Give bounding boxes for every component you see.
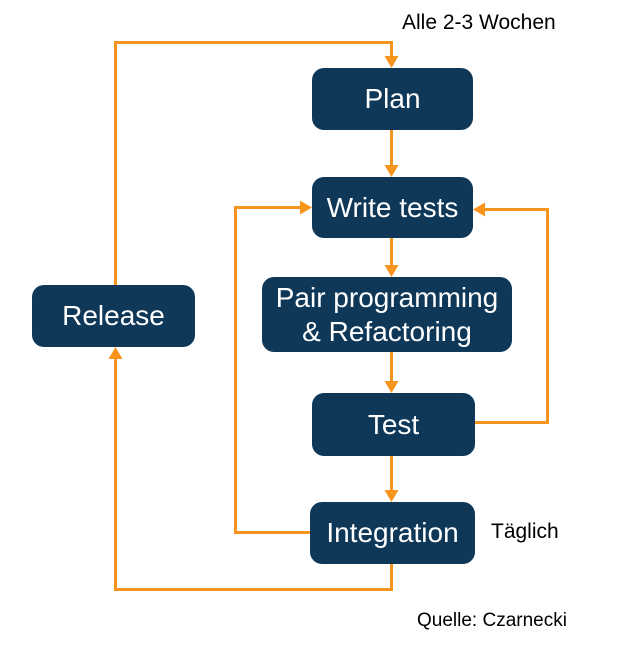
node-write-tests-label: Write tests xyxy=(326,191,459,223)
cycle-duration-label: Alle 2-3 Wochen xyxy=(402,11,556,34)
arrow-integration-to-write-tests xyxy=(234,200,312,534)
node-pair-programming: Pair programming & Refactoring xyxy=(262,277,512,352)
arrow-test-to-write-tests xyxy=(473,202,549,424)
node-release-label: Release xyxy=(62,300,165,332)
node-release: Release xyxy=(32,285,195,347)
node-integration: Integration xyxy=(310,502,475,564)
source-credit-label: Quelle: Czarnecki xyxy=(417,610,567,631)
node-write-tests: Write tests xyxy=(312,177,473,238)
daily-label: Täglich xyxy=(491,520,559,543)
node-test-label: Test xyxy=(367,408,420,440)
arrow-integration-to-release xyxy=(108,347,393,591)
arrow-plan-to-write-tests xyxy=(384,130,399,177)
arrow-test-to-integration xyxy=(384,456,399,502)
arrow-release-to-plan xyxy=(114,41,399,285)
node-integration-label: Integration xyxy=(326,517,459,549)
arrow-pair-programming-to-test xyxy=(384,352,399,393)
node-plan-label: Plan xyxy=(364,83,421,115)
node-plan: Plan xyxy=(312,68,473,130)
node-test: Test xyxy=(312,393,475,456)
arrow-write-tests-to-pair-programming xyxy=(384,238,399,277)
node-pair-programming-label: Pair programming & Refactoring xyxy=(275,281,499,347)
